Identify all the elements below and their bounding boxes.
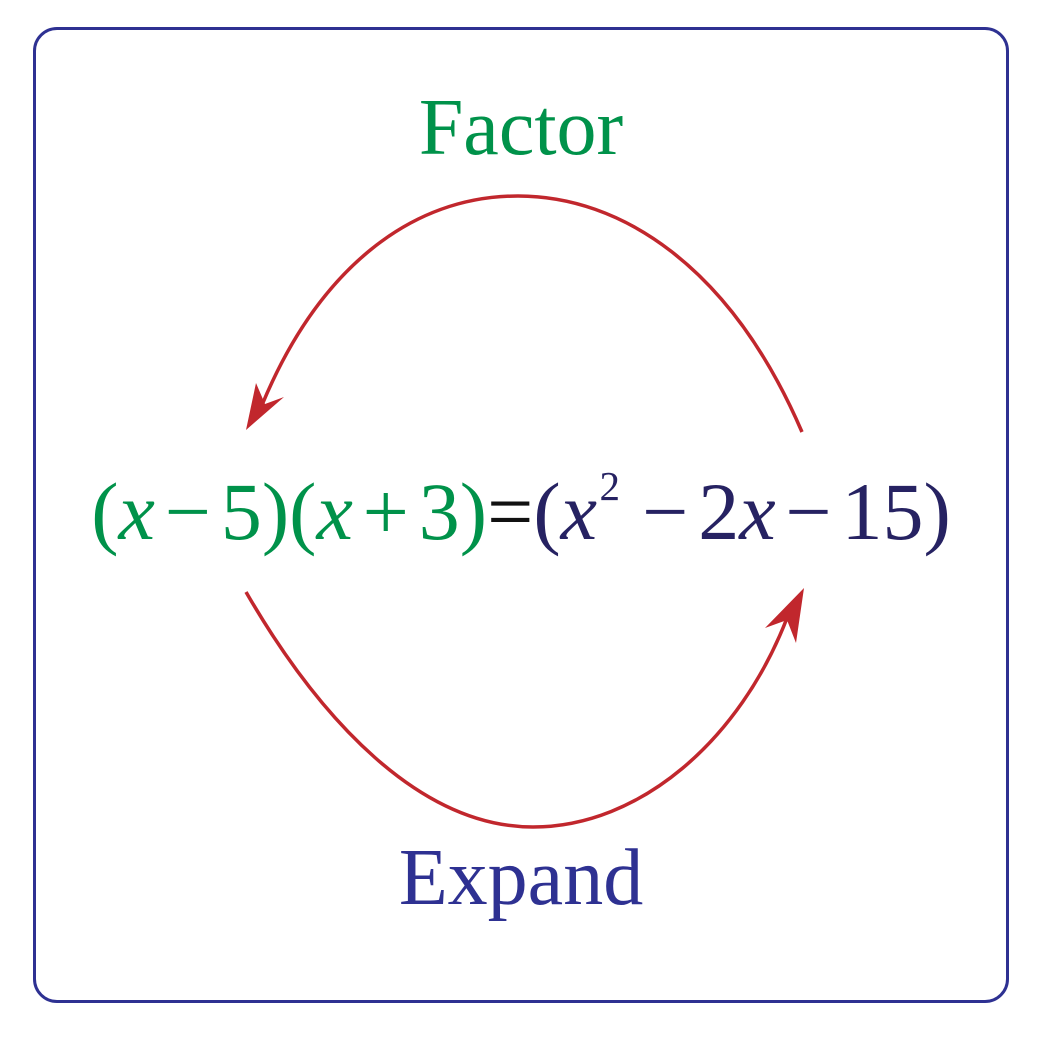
variable-x-3: x — [560, 465, 598, 557]
expand-label: Expand — [398, 834, 644, 922]
constant-5: 5 — [220, 465, 262, 557]
paren-open-3: ( — [533, 465, 561, 557]
variable-x-1: x — [118, 465, 155, 557]
minus-sign-2: − — [642, 465, 689, 557]
equals-sign: = — [487, 465, 534, 557]
factor-arrowhead-icon — [246, 383, 284, 430]
diagram-frame — [33, 27, 1009, 1003]
minus-sign: − — [164, 465, 211, 557]
expand-arrow-curve — [244, 591, 789, 829]
constant-15: 15 — [841, 465, 924, 557]
expanded-expression: (x2−2x−15) — [533, 466, 951, 557]
paren-close-3: ) — [923, 465, 951, 557]
paren-close-1: ) — [261, 465, 290, 557]
factor-arrow-curve — [260, 194, 804, 433]
minus-sign-3: − — [785, 465, 832, 557]
variable-x-4: x — [739, 465, 776, 557]
exponent-2: 2 — [599, 463, 620, 509]
paren-open-1: ( — [91, 465, 119, 557]
equation: (x−5)(x+3)=(x2−2x−15) — [0, 466, 1042, 553]
paren-close-2: ) — [459, 465, 488, 557]
factored-expression: (x−5)(x+3) — [91, 466, 487, 557]
coefficient-2: 2 — [698, 465, 740, 557]
constant-3: 3 — [418, 465, 460, 557]
paren-open-2: ( — [289, 465, 317, 557]
plus-sign: + — [362, 465, 409, 557]
expand-arrowhead-icon — [765, 588, 804, 643]
variable-x-2: x — [316, 465, 353, 557]
factor-label: Factor — [418, 84, 624, 172]
